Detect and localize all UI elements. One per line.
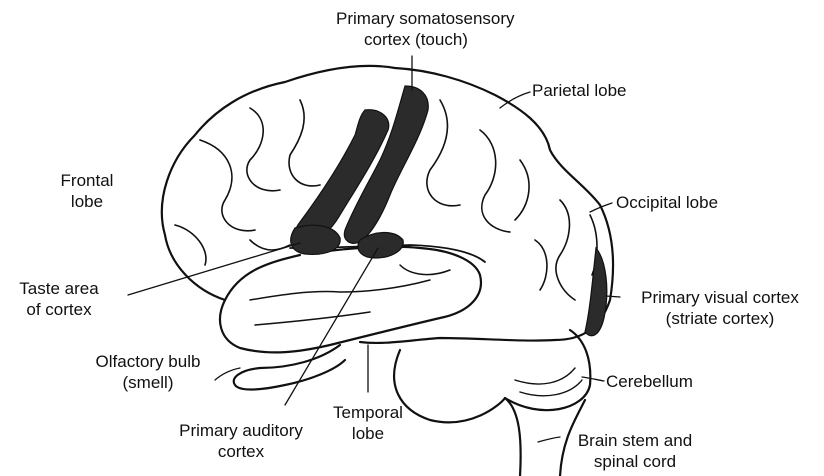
label-visual-line1: Primary visual cortex	[622, 287, 818, 308]
cerebellum-leader	[582, 377, 604, 381]
label-frontal-line1: Frontal	[42, 170, 132, 191]
label-taste-line2: of cortex	[4, 299, 114, 320]
label-temporal-line2: lobe	[318, 423, 418, 444]
label-auditory: Primary auditory cortex	[158, 420, 324, 462]
label-frontal-line2: lobe	[42, 191, 132, 212]
label-olfactory: Olfactory bulb (smell)	[80, 351, 216, 393]
temporal-lobe-outline	[220, 247, 481, 353]
label-visual-line2: (striate cortex)	[622, 308, 818, 329]
label-brainstem: Brain stem and spinal cord	[560, 430, 710, 472]
label-somatosensory: Primary somatosensory cortex (touch)	[336, 8, 496, 50]
label-somatosensory-line2: cortex (touch)	[336, 29, 496, 50]
label-somatosensory-line1: Primary somatosensory	[336, 8, 496, 29]
label-brainstem-line2: spinal cord	[560, 451, 710, 472]
visual-cortex-shading	[585, 248, 607, 336]
label-temporal-line1: Temporal	[318, 402, 418, 423]
occipital-leader	[590, 203, 612, 212]
label-brainstem-line1: Brain stem and	[560, 430, 710, 451]
label-taste: Taste area of cortex	[4, 278, 114, 320]
taste-area-shading	[291, 225, 340, 254]
label-parietal: Parietal lobe	[532, 80, 627, 101]
auditory-leader	[285, 248, 378, 405]
label-cerebellum-line1: Cerebellum	[606, 371, 693, 392]
taste-leader	[128, 243, 300, 295]
label-auditory-line1: Primary auditory	[158, 420, 324, 441]
visual-leader	[606, 296, 620, 297]
label-occipital: Occipital lobe	[616, 192, 718, 213]
label-taste-line1: Taste area	[4, 278, 114, 299]
label-olfactory-line1: Olfactory bulb	[80, 351, 216, 372]
cerebrum-outline	[162, 66, 613, 343]
label-temporal: Temporal lobe	[318, 402, 418, 444]
label-frontal: Frontal lobe	[42, 170, 132, 212]
label-visual: Primary visual cortex (striate cortex)	[622, 287, 818, 329]
label-parietal-line1: Parietal lobe	[532, 80, 627, 101]
olfactory-leader	[215, 368, 240, 380]
label-occipital-line1: Occipital lobe	[616, 192, 718, 213]
label-auditory-line2: cortex	[158, 441, 324, 462]
label-cerebellum: Cerebellum	[606, 371, 693, 392]
label-olfactory-line2: (smell)	[80, 372, 216, 393]
cerebellum-outline	[505, 330, 590, 410]
brainstem-leader	[538, 437, 560, 442]
